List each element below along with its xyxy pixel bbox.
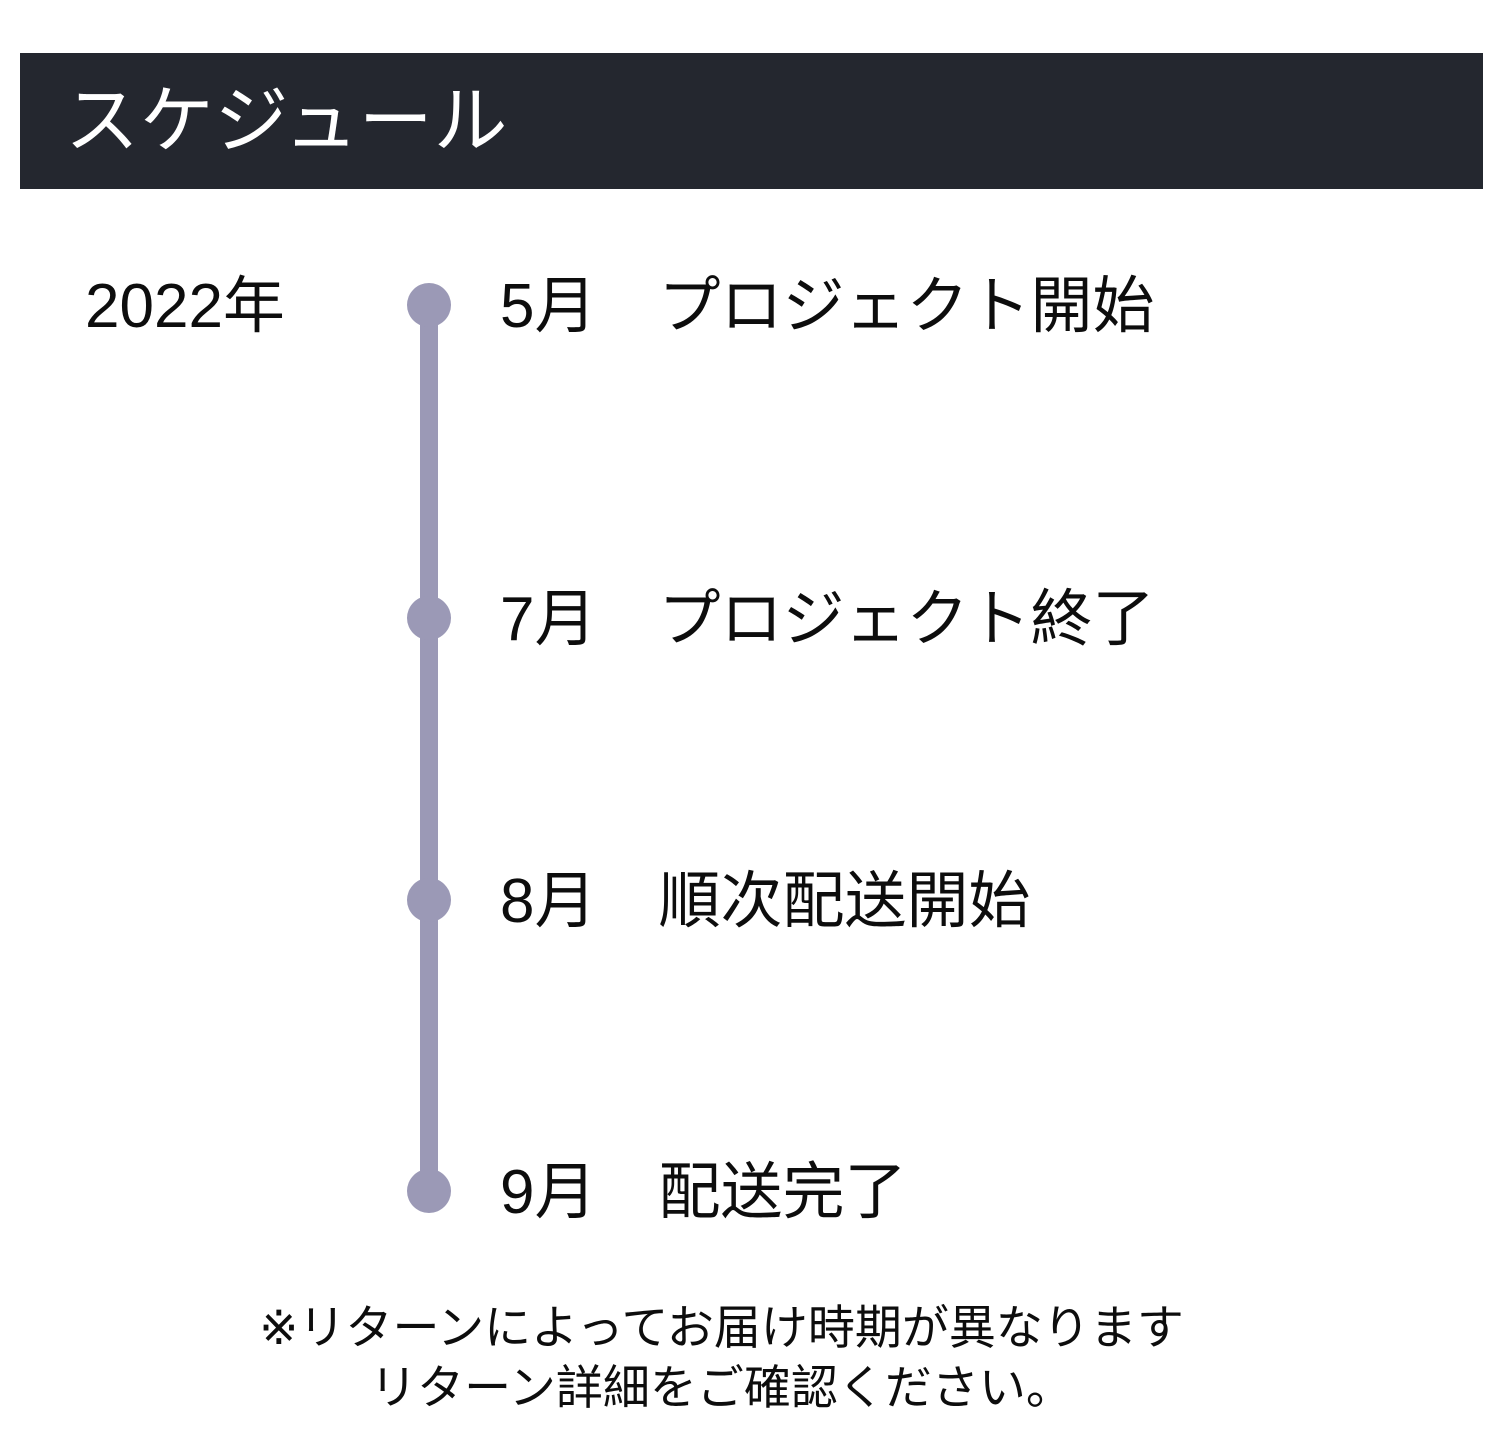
section-header-bar: スケジュール	[20, 53, 1483, 189]
timeline-milestone-4: 9月 配送完了	[500, 1158, 907, 1227]
timeline-dot	[407, 878, 451, 922]
page-title: スケジュール	[65, 79, 509, 162]
timeline-year-label: 2022年	[85, 272, 285, 341]
timeline-milestone-3: 8月 順次配送開始	[500, 867, 1031, 936]
timeline-milestone-1: 5月 プロジェクト開始	[500, 272, 1155, 341]
footnote-line-2: リターン詳細をご確認ください。	[370, 1361, 1073, 1415]
timeline-axis-line	[420, 305, 438, 1191]
timeline-dot	[407, 596, 451, 640]
footnote-line-1: ※リターンによってお届け時期が異なります	[259, 1301, 1184, 1354]
timeline-milestone-2: 7月 プロジェクト終了	[500, 585, 1155, 654]
footnote: ※リターンによってお届け時期が異なります リターン詳細をご確認ください。	[0, 1298, 1443, 1418]
timeline-dot	[407, 283, 451, 327]
timeline-dot	[407, 1169, 451, 1213]
